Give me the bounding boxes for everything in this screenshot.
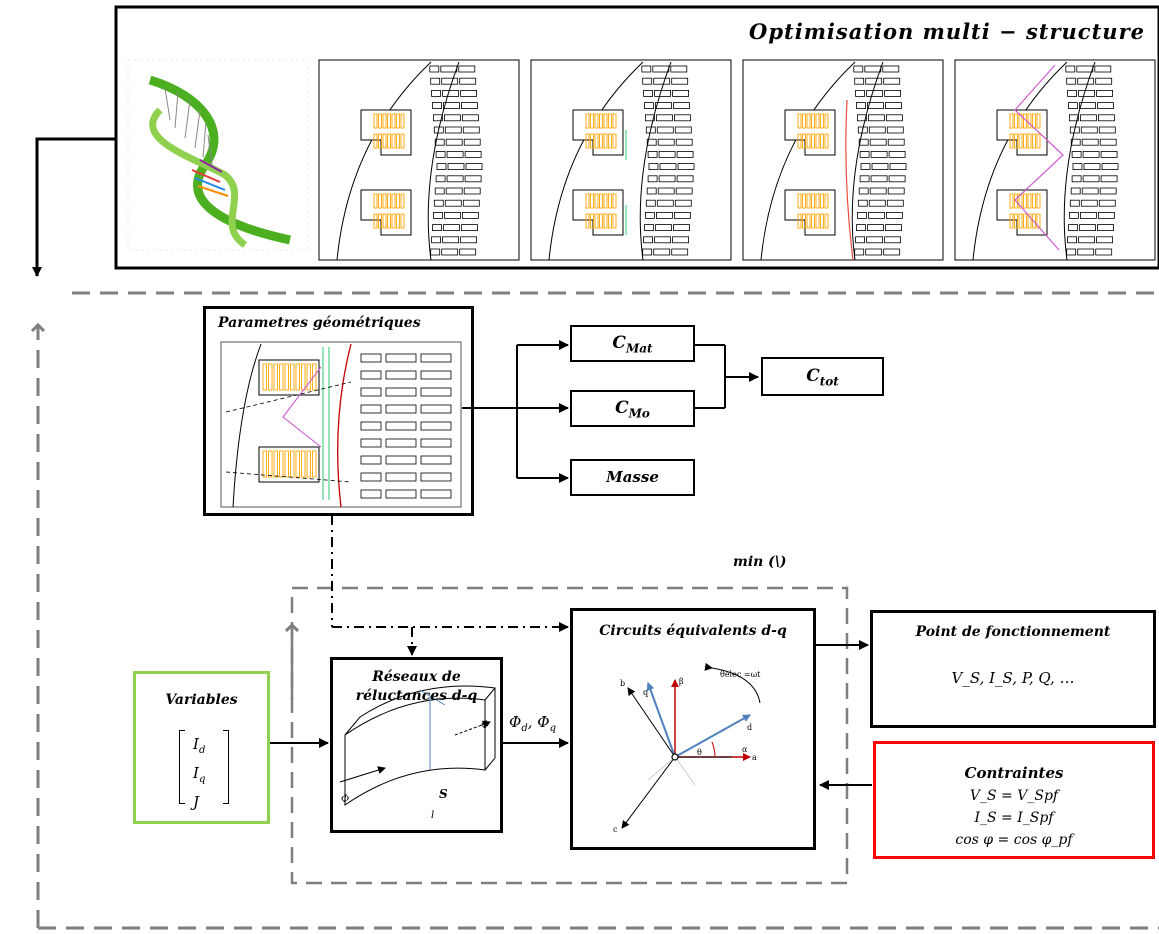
c-mo-base: C [615, 398, 629, 418]
constraint-is: I_S = I_Spf [974, 810, 1054, 826]
var-id-base: I [193, 735, 199, 753]
axis-beta-label: β [679, 677, 684, 686]
variables-title: Variables [165, 692, 238, 708]
constraint-vs: V_S = V_Spf [969, 788, 1059, 804]
stator-thumbnail-4 [954, 59, 1156, 261]
c-tot-sub: tot [819, 374, 839, 389]
constraint-cosphi: cos φ = cos φ_pf [955, 832, 1073, 848]
axis-alpha-label: α [742, 745, 748, 754]
flow-arrows [270, 640, 872, 790]
reluctance-block-drawing [339, 685, 496, 806]
reluctance-box: Réseaux de réluctances d-q Φ Φ S l [330, 657, 503, 833]
rotation-label: θelec =ωt [720, 670, 761, 679]
outer-dashed-loop [38, 291, 1159, 930]
c-mat-box: CMat [570, 325, 695, 362]
c-tot-base: C [806, 366, 820, 386]
variables-box: Variables Id Iq J [133, 671, 270, 824]
c-mo-box: CMo [570, 390, 695, 427]
min-label: min (\) [733, 554, 787, 570]
c-mat-base: C [612, 333, 626, 353]
axis-a-label: a [752, 753, 757, 762]
var-id-sub: d [198, 745, 206, 756]
inner-dashed-loop [292, 586, 849, 885]
stator-thumbnail-3 [742, 59, 944, 261]
geometry-drawing [220, 341, 462, 508]
reluctance-l-label: l [431, 810, 435, 821]
geometry-box: Parametres géométriques [203, 306, 474, 516]
reluctance-title-line2: réluctances d-q [355, 688, 478, 704]
var-iq-sub: q [198, 774, 206, 785]
reluctance-title-line1: Réseaux de [372, 669, 461, 685]
stator-thumbnails [318, 59, 1156, 261]
geometry-box-title: Parametres géométriques [218, 315, 421, 331]
circuits-box: Circuits équivalents d-q [570, 608, 816, 850]
variables-vector: Id Iq J [179, 730, 229, 811]
dq-phasor-diagram: a b c d q α β θ θelec =ωt [613, 662, 761, 834]
dna-helix-image [127, 59, 309, 251]
masse-label: Masse [606, 468, 659, 486]
stator-thumbnail-1 [318, 59, 520, 261]
reluctance-s-label: S [439, 787, 448, 801]
c-tot-box: Ctot [761, 357, 884, 396]
var-iq-base: I [193, 764, 199, 782]
masse-box: Masse [570, 459, 695, 496]
geometry-to-costs-connector [462, 340, 759, 483]
angle-theta-label: θ [697, 748, 702, 757]
circuits-title: Circuits équivalents d-q [599, 623, 787, 639]
operating-point-box: Point de fonctionnement V_S, I_S, P, Q, … [870, 610, 1156, 728]
axis-b-label: b [620, 679, 625, 688]
operating-point-title: Point de fonctionnement [915, 624, 1111, 640]
constraints-title: Contraintes [964, 764, 1064, 782]
reluctance-phi-left: Φ [341, 794, 350, 805]
axis-d-label: d [747, 723, 752, 732]
flux-label: Φd, Φq [509, 713, 556, 734]
stator-thumbnail-2 [530, 59, 732, 261]
c-mo-sub: Mo [628, 406, 650, 421]
var-j-base: J [193, 793, 200, 811]
c-mat-sub: Mat [625, 341, 653, 356]
axis-q-label: q [643, 688, 648, 697]
axis-c-label: c [613, 825, 618, 834]
feedback-arrow-down [32, 137, 116, 277]
operating-point-content: V_S, I_S, P, Q, … [951, 669, 1075, 687]
reluctance-phi-right: Φ [481, 720, 490, 731]
top-panel-title: Optimisation multi − structure [749, 19, 1145, 44]
geometry-to-models-connector [331, 515, 569, 656]
constraints-box: Contraintes V_S = V_Spf I_S = I_Spf cos … [873, 741, 1155, 859]
